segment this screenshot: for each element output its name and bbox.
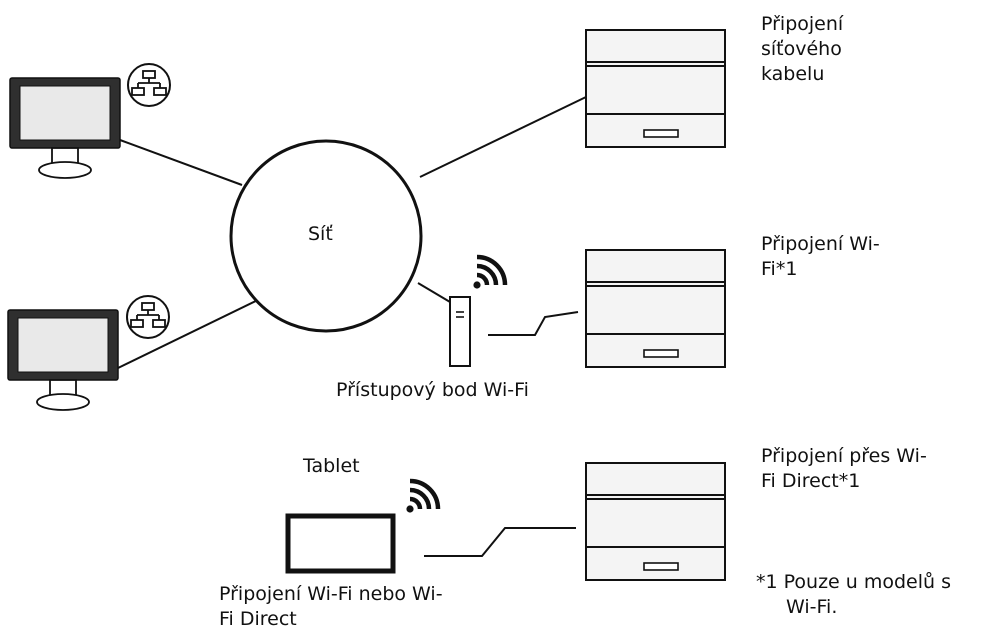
network-circle (229, 139, 423, 333)
tablet-connection-label: Připojení Wi-Fi nebo Wi-Fi Direct (219, 583, 443, 630)
access-point-icon (449, 296, 471, 367)
cable-printer (419, 96, 587, 178)
printer-direct-label: Připojení přes Wi-Fi Direct*1 (761, 445, 927, 492)
printer-cable (585, 29, 726, 148)
computer-top (9, 77, 121, 179)
tablet-icon (285, 513, 396, 574)
computer-bottom (7, 309, 119, 411)
lan-icon (127, 63, 171, 107)
wifi-icon (473, 257, 505, 289)
printer-wifi (585, 249, 726, 368)
cable-top-computer (119, 139, 243, 186)
wifi-icon (406, 481, 438, 513)
lan-icon (126, 295, 170, 339)
cable-access-point (417, 282, 451, 303)
connection-lines (117, 96, 587, 557)
footnote: *1 Pouze u modelů s Wi-Fi. (756, 571, 952, 618)
printer-cable-label: Připojení síťového kabelu (761, 13, 844, 85)
network-label: Síť (308, 223, 333, 245)
printer-wifi-label: Připojení Wi-Fi*1 (761, 233, 880, 280)
access-point-label: Přístupový bod Wi-Fi (336, 379, 529, 401)
wifi-direct-link (424, 527, 576, 557)
cable-bottom-computer (117, 297, 263, 369)
printer-wifi-direct (585, 462, 726, 581)
wifi-link-access-point (488, 311, 579, 336)
tablet-title: Tablet (303, 455, 360, 477)
